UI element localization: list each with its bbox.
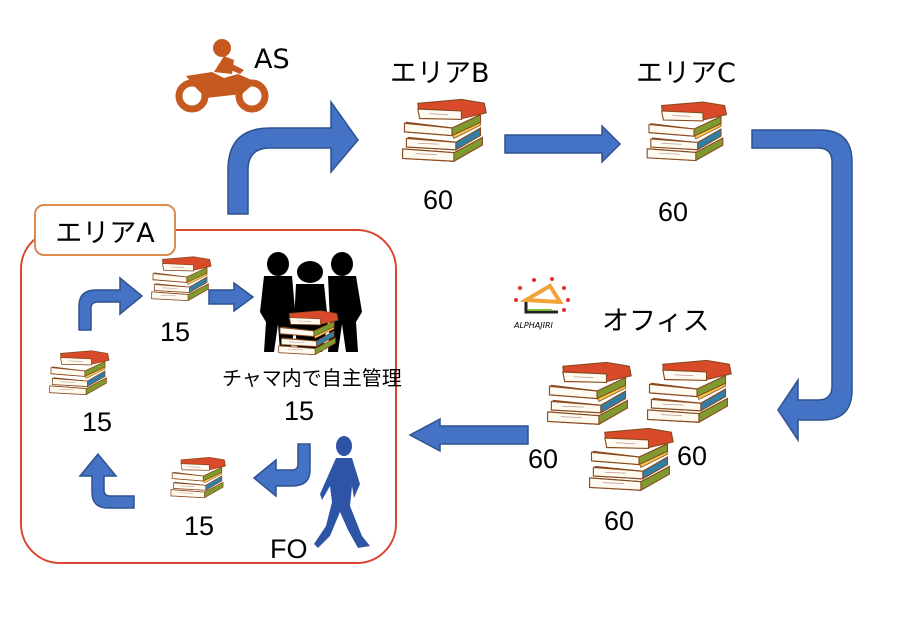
area-a-left-count: 15	[82, 407, 113, 437]
area-b-books-icon	[395, 90, 490, 166]
as-label: AS	[254, 44, 290, 75]
arrow-office-to-area-a	[408, 417, 529, 453]
arrow-area-b-to-c	[504, 124, 622, 164]
arrow-top-to-team	[208, 281, 255, 313]
area-c-label: エリアC	[636, 58, 736, 89]
office-count-3: 60	[604, 506, 635, 536]
alphajiri-logo-icon	[514, 277, 570, 314]
motorbike-icon	[175, 39, 269, 113]
fo-label: FO	[270, 534, 308, 564]
office-count-2: 60	[677, 441, 708, 471]
area-a-label-text: エリアA	[55, 217, 155, 249]
area-a-top-books-icon	[146, 250, 214, 304]
team-books-icon	[272, 304, 342, 358]
arrow-left-to-top	[78, 276, 144, 331]
area-a-bottom-count: 15	[184, 511, 215, 541]
area-a-container	[20, 229, 397, 564]
area-c-books-icon	[640, 92, 730, 166]
area-a-left-books-icon	[44, 344, 112, 398]
team-count: 15	[284, 396, 315, 426]
area-b-label: エリアB	[390, 58, 490, 89]
area-a-top-count: 15	[160, 317, 191, 347]
office-label: オフィス	[602, 306, 710, 337]
area-a-label: エリアA	[34, 204, 176, 256]
office-books-3-icon	[582, 418, 677, 496]
office-books-2-icon	[640, 350, 735, 428]
office-count-1: 60	[528, 444, 559, 474]
team-caption: チャマ内で自主管理	[222, 366, 402, 390]
arrow-area-c-to-office	[751, 129, 853, 443]
arrow-bottom-to-left	[78, 452, 135, 509]
arrow-fo-to-bottom	[252, 443, 311, 498]
area-c-count: 60	[658, 197, 689, 227]
alphajiri-logo-text: ALPHAJIRI	[514, 321, 553, 330]
walking-person-icon	[314, 436, 370, 548]
area-b-count: 60	[423, 185, 454, 215]
area-a-bottom-books-icon	[166, 450, 228, 502]
arrow-area-a-to-b	[227, 99, 359, 215]
